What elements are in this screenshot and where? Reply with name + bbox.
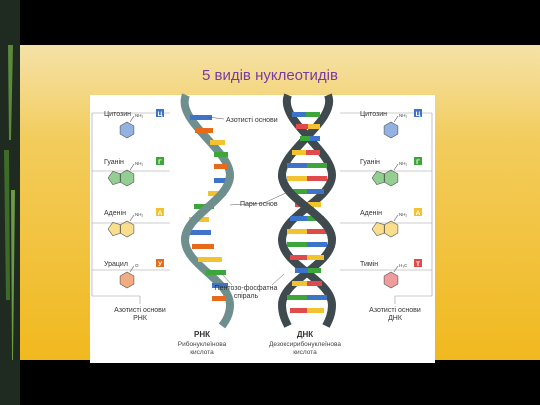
slide-title: 5 видів нуклеотидів — [201, 67, 338, 84]
base-substituent: NH₂ — [135, 113, 143, 118]
letterbox-top — [0, 0, 540, 45]
base-substituent: H₃C — [399, 263, 408, 268]
dna-title: ДНК — [297, 330, 313, 339]
base-letter-box — [156, 208, 164, 216]
dna-full-name-line2: кислота — [293, 349, 317, 356]
base-letter-box — [156, 157, 164, 165]
base-letter-box — [414, 109, 422, 117]
base-substituent: NH₂ — [399, 161, 407, 166]
base-name: Гуанін — [360, 158, 380, 166]
label-pointers — [207, 116, 289, 286]
rna-full-name-line2: кислота — [190, 349, 214, 356]
base-name: Урацил — [104, 261, 128, 268]
rna-base-item: Аденін А NH₂ — [104, 208, 164, 238]
base-letter: У — [158, 261, 163, 268]
base-molecule-icon: NH₂ — [107, 212, 143, 238]
rna-bases-caption-line2: РНК — [133, 315, 148, 322]
base-molecule-icon: NH₂ — [371, 212, 407, 238]
base-substituent: NH₂ — [399, 212, 407, 217]
nitrogen-bases-label: Азотисті основи — [226, 116, 278, 124]
dna-helix — [277, 93, 337, 328]
base-molecule-icon: O — [119, 263, 139, 289]
base-name: Гуанін — [104, 158, 124, 166]
base-letter: Ц — [158, 111, 163, 118]
base-name: Аденін — [104, 209, 126, 217]
base-molecule-icon: H₃C — [383, 263, 408, 289]
base-substituent: O — [135, 263, 139, 268]
base-molecule-icon: NH₂ — [383, 113, 407, 139]
dna-bases-caption-line1: Азотисті основи — [369, 306, 421, 314]
dna-base-list: Цитозин Ц NH₂ Гуанін Г NH₂ Аденін А NH₂ Тимін Т H₃C — [360, 109, 422, 289]
base-name: Аденін — [360, 209, 382, 217]
dna-base-item: Гуанін Г NH₂ — [360, 157, 422, 187]
base-substituent: NH₂ — [135, 212, 143, 217]
rna-base-item: Гуанін Г NH₂ — [104, 157, 164, 187]
backbone-label-line1: Пентозо-фосфатна — [215, 285, 278, 292]
rna-base-item: Урацил У O — [104, 259, 164, 289]
base-molecule-icon: NH₂ — [371, 161, 407, 187]
base-molecule-icon: NH₂ — [119, 113, 143, 139]
base-substituent: NH₂ — [399, 113, 407, 118]
base-letter: Ц — [416, 111, 421, 118]
rna-full-name-line1: Рибонуклеїнова — [178, 340, 227, 348]
letterbox-bottom — [0, 360, 540, 405]
base-letter-box — [414, 259, 422, 267]
base-name: Тимін — [360, 260, 378, 268]
decorative-left-strip — [0, 0, 20, 405]
rna-base-list: Цитозин Ц NH₂ Гуанін Г NH₂ Аденін А NH₂ Урацил У O — [104, 109, 164, 289]
base-substituent: NH₂ — [135, 161, 143, 166]
base-letter: А — [158, 210, 163, 217]
base-name: Цитозин — [360, 111, 387, 118]
rna-bases-caption-line1: Азотисті основи — [114, 306, 166, 314]
base-letter-box — [156, 109, 164, 117]
rna-base-item: Цитозин Ц NH₂ — [104, 109, 164, 139]
rna-helix — [180, 93, 235, 329]
base-pairs-label: Пари основ — [240, 201, 278, 208]
base-letter: Г — [416, 159, 420, 166]
dna-full-name-line1: Дезоксирибонуклеїнова — [269, 340, 341, 348]
base-letter-box — [414, 157, 422, 165]
base-letter: А — [416, 210, 421, 217]
backbone-label-line2: спіраль — [234, 292, 259, 300]
base-letter: Г — [158, 159, 162, 166]
dna-base-item: Цитозин Ц NH₂ — [360, 109, 422, 139]
dna-base-item: Тимін Т H₃C — [360, 259, 422, 289]
dna-bases-caption-line2: ДНК — [388, 315, 403, 322]
base-letter: Т — [416, 261, 420, 268]
rna-title: РНК — [194, 330, 210, 339]
right-connectors — [340, 112, 433, 304]
base-molecule-icon: NH₂ — [107, 161, 143, 187]
base-name: Цитозин — [104, 111, 131, 118]
base-letter-box — [156, 259, 164, 267]
base-letter-box — [414, 208, 422, 216]
dna-base-item: Аденін А NH₂ — [360, 208, 422, 238]
